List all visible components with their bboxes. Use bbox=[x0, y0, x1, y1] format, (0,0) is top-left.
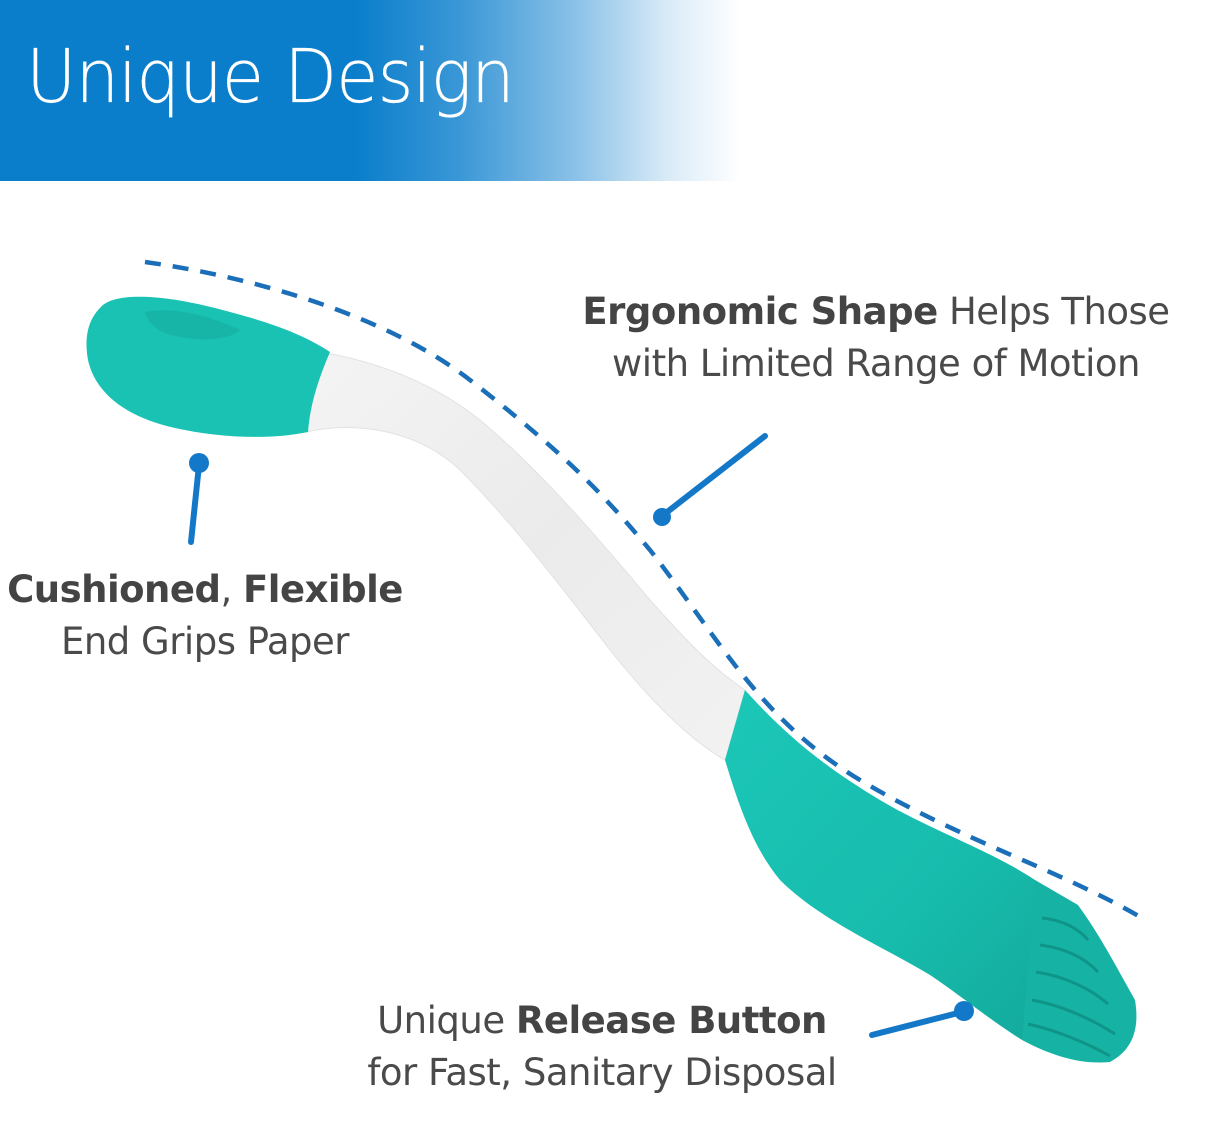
ergonomic-callout-line2: with Limited Range of Motion bbox=[612, 342, 1140, 385]
release-callout-bold: Release Button bbox=[515, 999, 828, 1042]
grip-texture bbox=[145, 310, 240, 340]
cushioned-callout-comma: , bbox=[220, 568, 244, 611]
ergonomic-shape-callout: Ergonomic Shape Helps Those with Limited… bbox=[566, 286, 1186, 390]
release-button-end bbox=[1022, 880, 1137, 1063]
cushioned-callout-bold-a: Cushioned bbox=[7, 568, 221, 611]
release-callout-prefix: Unique bbox=[377, 999, 516, 1042]
ergonomic-callout-line1: Ergonomic Shape Helps Those bbox=[566, 286, 1186, 338]
cushioned-callout-line2: End Grips Paper bbox=[60, 620, 350, 663]
release-callout-line2: for Fast, Sanitary Disposal bbox=[367, 1051, 837, 1094]
page-title: Unique Design bbox=[26, 34, 515, 120]
cushioned-grip-head bbox=[86, 296, 330, 437]
release-callout-line1: Unique Release Button bbox=[352, 995, 852, 1047]
cushioned-callout-bold-b: Flexible bbox=[243, 568, 403, 611]
ergonomic-callout-bold: Ergonomic Shape bbox=[582, 290, 938, 333]
dashed-contour-line bbox=[144, 259, 1144, 920]
release-pointer bbox=[869, 1001, 974, 1038]
cushioned-pointer bbox=[188, 453, 209, 545]
cushioned-end-callout: Cushioned, Flexible End Grips Paper bbox=[0, 564, 410, 668]
handle-shaft bbox=[304, 351, 746, 761]
release-button-callout: Unique Release Button for Fast, Sanitary… bbox=[352, 995, 852, 1099]
ergonomic-callout-rest: Helps Those bbox=[937, 290, 1170, 333]
header-banner: Unique Design bbox=[0, 0, 740, 181]
cushioned-callout-line1: Cushioned, Flexible bbox=[0, 564, 410, 616]
ergonomic-pointer bbox=[653, 433, 768, 526]
lower-grip bbox=[725, 690, 1052, 1040]
